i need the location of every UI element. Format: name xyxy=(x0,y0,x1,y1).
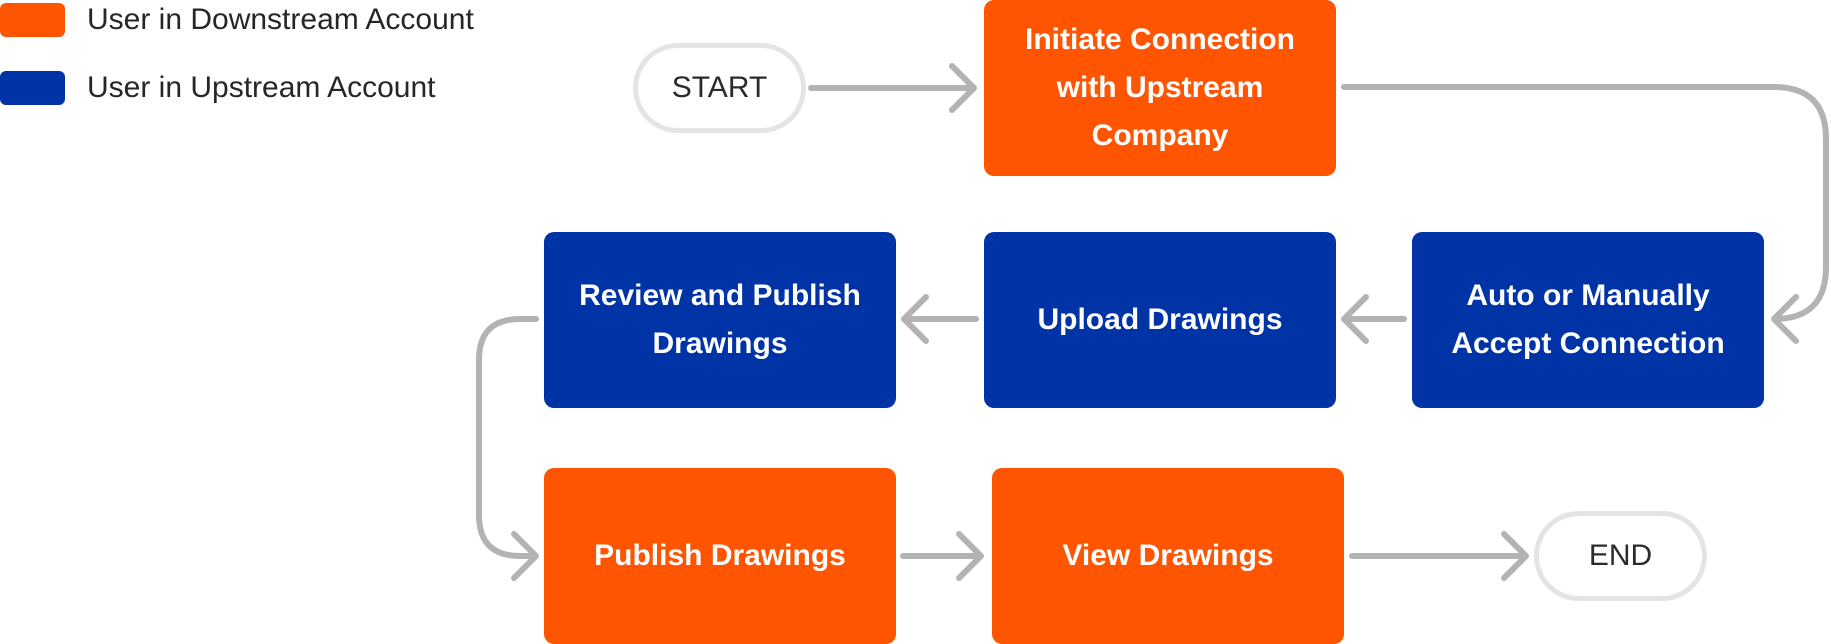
arrow-accept-to-upload xyxy=(1341,294,1407,344)
end-label: END xyxy=(1588,539,1653,572)
step-view-drawings: View Drawings xyxy=(992,468,1344,644)
legend-item-upstream: User in Upstream Account xyxy=(0,71,435,105)
end-terminal: END xyxy=(1534,511,1707,601)
step-accept-connection: Auto or Manually Accept Connection xyxy=(1412,232,1764,408)
step-initiate-connection-label: Initiate Connection with Upstream Compan… xyxy=(1025,23,1295,152)
step-view-drawings-label: View Drawings xyxy=(1062,539,1274,572)
legend-item-downstream: User in Downstream Account xyxy=(0,3,474,37)
step-upload-drawings-label: Upload Drawings xyxy=(1037,303,1283,336)
start-label: START xyxy=(671,71,768,104)
arrow-start-to-initiate xyxy=(808,63,977,113)
legend-label-downstream: User in Downstream Account xyxy=(87,3,474,36)
step-upload-drawings: Upload Drawings xyxy=(984,232,1336,408)
step-initiate-connection: Initiate Connection with Upstream Compan… xyxy=(984,0,1336,176)
step-review-publish-drawings-label: Review and Publish Drawings xyxy=(579,279,861,360)
arrow-upload-to-review xyxy=(901,294,979,344)
arrow-initiate-to-accept xyxy=(1341,84,1829,344)
arrow-review-to-publish xyxy=(476,316,539,581)
arrow-publish-to-view xyxy=(900,531,984,581)
step-publish-drawings-label: Publish Drawings xyxy=(594,539,846,572)
arrow-view-to-end xyxy=(1349,531,1529,581)
legend-swatch-downstream xyxy=(0,3,65,37)
step-review-publish-drawings: Review and Publish Drawings xyxy=(544,232,896,408)
start-terminal: START xyxy=(633,43,806,133)
step-publish-drawings: Publish Drawings xyxy=(544,468,896,644)
legend-label-upstream: User in Upstream Account xyxy=(87,71,436,104)
step-accept-connection-label: Auto or Manually Accept Connection xyxy=(1451,279,1725,360)
legend-swatch-upstream xyxy=(0,71,65,105)
